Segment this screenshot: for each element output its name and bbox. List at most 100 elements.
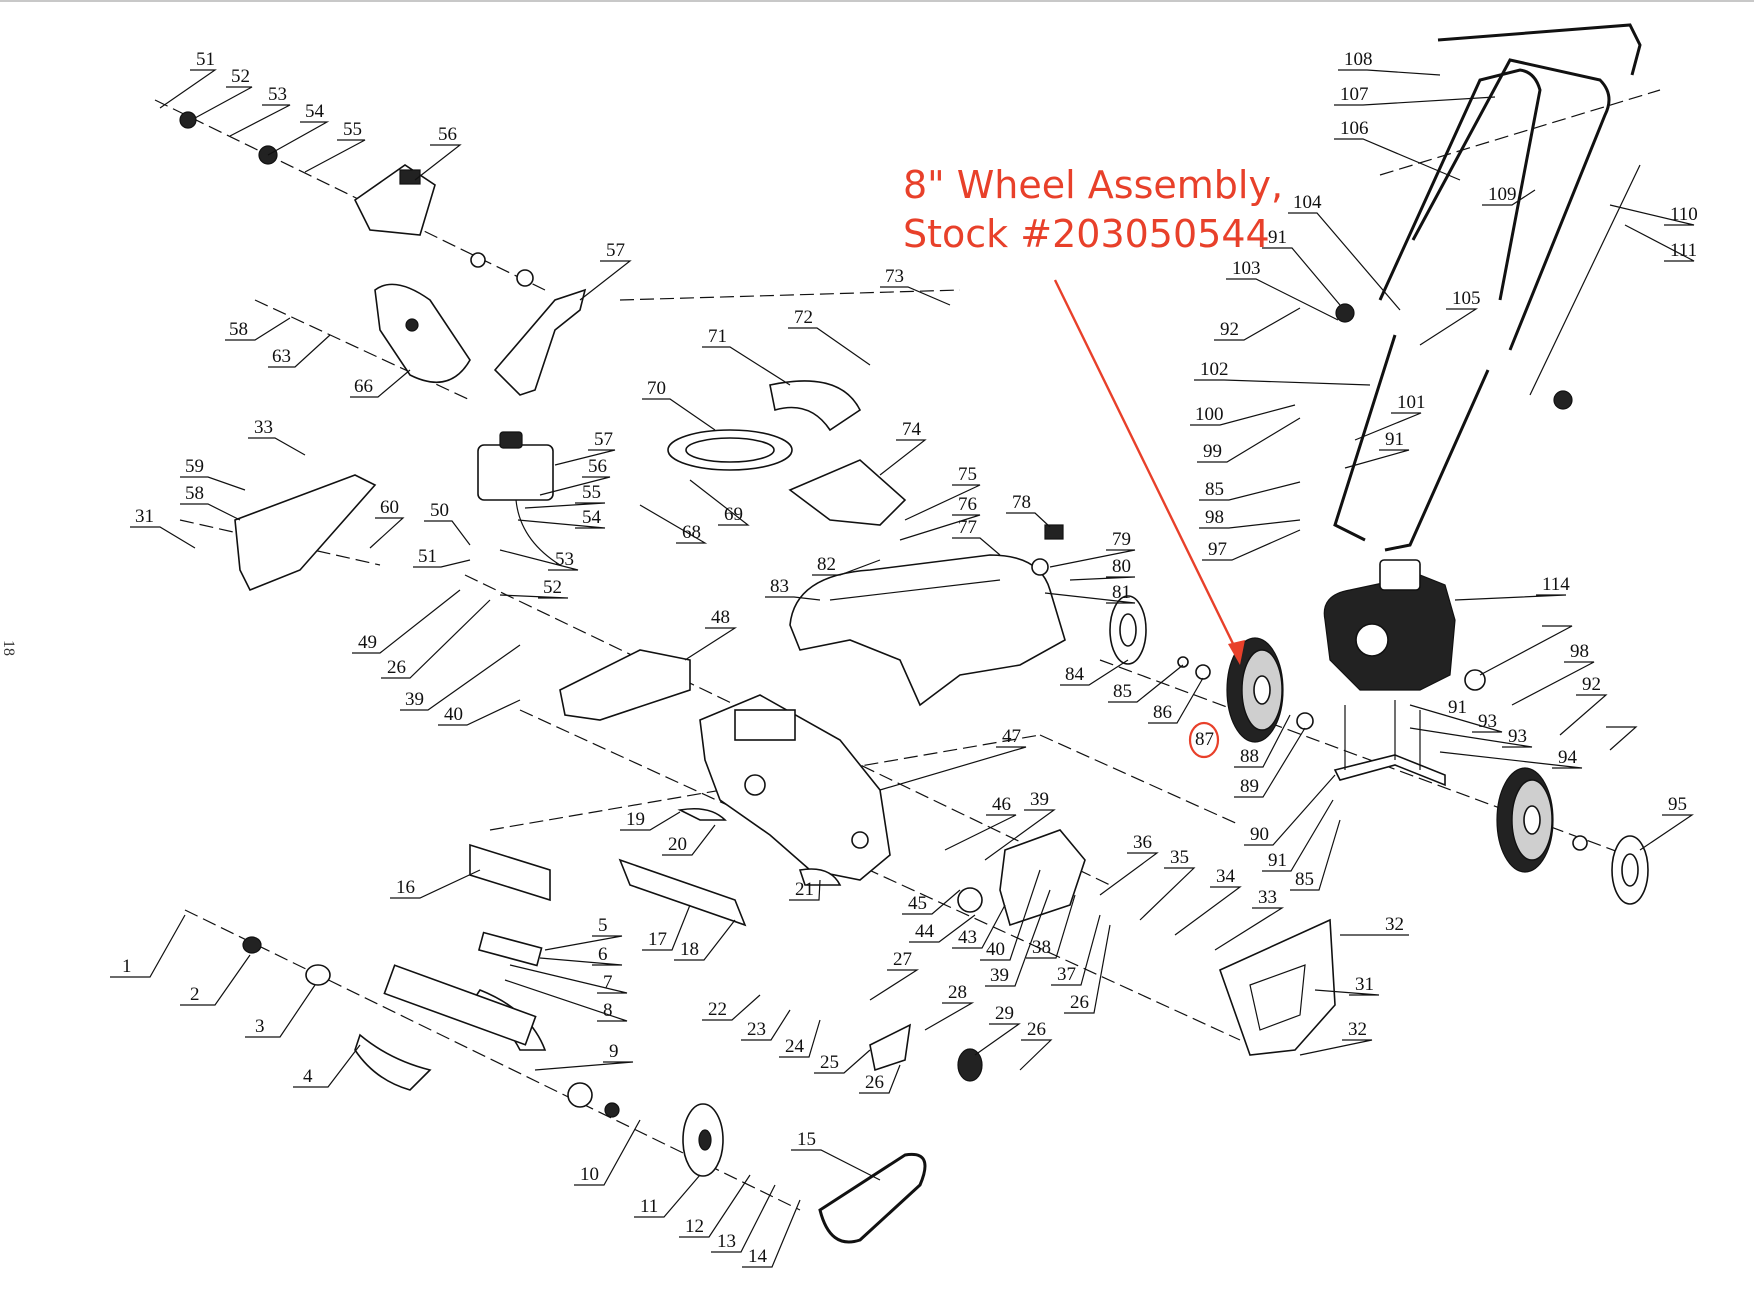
callout-18: 18 bbox=[680, 939, 699, 960]
callout-79: 79 bbox=[1112, 529, 1131, 550]
callout-81: 81 bbox=[1112, 582, 1131, 603]
callout-32b: 32 bbox=[1385, 914, 1404, 935]
callout-50: 52 bbox=[543, 577, 562, 598]
annotation-line-1: 8" Wheel Assembly, bbox=[903, 163, 1283, 207]
callout-70: 70 bbox=[647, 378, 666, 399]
callout-3: 3 bbox=[255, 1016, 265, 1037]
callout-47: 49 bbox=[358, 632, 377, 653]
callout-15: 15 bbox=[797, 1129, 816, 1150]
callout-17: 17 bbox=[648, 929, 667, 950]
washer-part-86 bbox=[1195, 664, 1211, 680]
pulley-part-29 bbox=[957, 1048, 983, 1082]
knob-part-60 bbox=[179, 111, 197, 129]
washer-right bbox=[1572, 835, 1588, 851]
callout-85c: 85 bbox=[1205, 479, 1224, 500]
callout-75: 75 bbox=[958, 464, 977, 485]
callout-100: 100 bbox=[1195, 404, 1224, 425]
callout-20: 20 bbox=[668, 834, 687, 855]
callout-63b: 63 bbox=[272, 346, 291, 367]
callout-106: 106 bbox=[1340, 118, 1369, 139]
callout-55: 57 bbox=[594, 429, 613, 450]
callout-110: 110 bbox=[1670, 204, 1698, 225]
callout-21: 21 bbox=[795, 879, 814, 900]
chute-base-part-56 bbox=[234, 474, 377, 592]
callout-58: 60 bbox=[380, 497, 399, 518]
callout-41: 43 bbox=[958, 927, 977, 948]
hub-cover-part-84 bbox=[1109, 595, 1147, 665]
wheel-assembly-annotation: 8" Wheel Assembly, Stock #203050544 bbox=[903, 163, 1283, 759]
callout-16: 16 bbox=[396, 877, 415, 898]
crank-washer bbox=[470, 252, 486, 268]
callout-67: 66 bbox=[354, 376, 373, 397]
callout-92a: 91 bbox=[1448, 697, 1467, 718]
callout-35: 35 bbox=[1170, 847, 1189, 868]
callout-72: 72 bbox=[794, 307, 813, 328]
switch-part-78 bbox=[1044, 524, 1064, 540]
callout-52: 54 bbox=[582, 507, 602, 528]
callout-10: 10 bbox=[580, 1164, 599, 1185]
pulley-part-113 bbox=[1464, 669, 1486, 691]
auger-side-parts-4-8 bbox=[354, 931, 547, 1091]
callout-38: 38 bbox=[1032, 937, 1051, 958]
page-number: 18 bbox=[0, 640, 17, 656]
paddle-part-19 bbox=[677, 807, 727, 821]
callout-91a: 91 bbox=[1268, 850, 1287, 871]
callout-2: 2 bbox=[190, 984, 200, 1005]
callout-111: 111 bbox=[1670, 240, 1697, 261]
paddle-part-21 bbox=[798, 868, 842, 886]
annotation-line-2: Stock #203050544 bbox=[903, 212, 1270, 256]
callout-labels: 51 52 53 54 55 56 57 58 63 66 33 59 58 3… bbox=[110, 49, 1698, 1268]
callout-92b: 92 bbox=[1220, 319, 1239, 340]
callout-54: 56 bbox=[588, 456, 607, 477]
callout-96: 95 bbox=[1668, 794, 1687, 815]
callout-30a: 31 bbox=[135, 506, 154, 527]
callout-98b: 98 bbox=[1205, 507, 1224, 528]
callout-1: 1 bbox=[122, 956, 132, 977]
callout-86: 86 bbox=[1153, 702, 1172, 723]
scraper-part-16 bbox=[469, 843, 551, 902]
callout-60: 52 bbox=[231, 66, 250, 87]
callout-23: 23 bbox=[747, 1019, 766, 1040]
callout-68: 68 bbox=[682, 522, 701, 543]
callout-62: 54 bbox=[305, 101, 325, 122]
auger-housing-part-45 bbox=[699, 694, 891, 881]
washer-part-85 bbox=[1177, 656, 1189, 668]
callout-29: 29 bbox=[995, 1003, 1014, 1024]
callout-107: 107 bbox=[1340, 84, 1369, 105]
callout-7: 7 bbox=[603, 972, 613, 993]
callout-93a: 92 bbox=[1582, 674, 1601, 695]
callout-26a: 26 bbox=[387, 657, 406, 678]
callout-39b: 39 bbox=[1030, 789, 1049, 810]
callout-44: 46 bbox=[992, 794, 1011, 815]
callout-109: 109 bbox=[1488, 184, 1517, 205]
callout-82: 82 bbox=[817, 554, 836, 575]
callout-26c: 26 bbox=[1027, 1019, 1046, 1040]
callout-64: 56 bbox=[438, 124, 457, 145]
callout-112: 114 bbox=[1542, 574, 1570, 595]
annotation-circle-87 bbox=[1188, 721, 1220, 759]
auger-blade-part-17 bbox=[618, 858, 747, 927]
callout-42: 44 bbox=[915, 921, 935, 942]
engine-part-112 bbox=[1323, 559, 1456, 691]
callout-77: 77 bbox=[958, 517, 977, 538]
handle-assembly bbox=[1333, 23, 1642, 552]
callout-5: 5 bbox=[598, 915, 608, 936]
crank-knob bbox=[516, 269, 534, 287]
chute-deflector-part-64 bbox=[353, 164, 436, 236]
callout-93b: 93 bbox=[1478, 711, 1497, 732]
callout-87: 87 bbox=[1195, 729, 1214, 750]
callout-36: 36 bbox=[1133, 832, 1152, 853]
chute-bracket-part-65 bbox=[493, 288, 587, 396]
callout-103: 103 bbox=[1232, 258, 1261, 279]
callout-46: 48 bbox=[711, 607, 730, 628]
callout-98a: 98 bbox=[1570, 641, 1589, 662]
callout-40b: 40 bbox=[986, 939, 1005, 960]
callout-19: 19 bbox=[626, 809, 645, 830]
hub-cover-part-96 bbox=[1611, 835, 1649, 905]
washer-part-3 bbox=[305, 964, 331, 986]
callout-45: 47 bbox=[1002, 726, 1021, 747]
callout-105: 105 bbox=[1452, 288, 1481, 309]
callout-49: 51 bbox=[418, 546, 437, 567]
callout-31: 31 bbox=[1355, 974, 1374, 995]
bushing-part-89 bbox=[1296, 712, 1314, 730]
